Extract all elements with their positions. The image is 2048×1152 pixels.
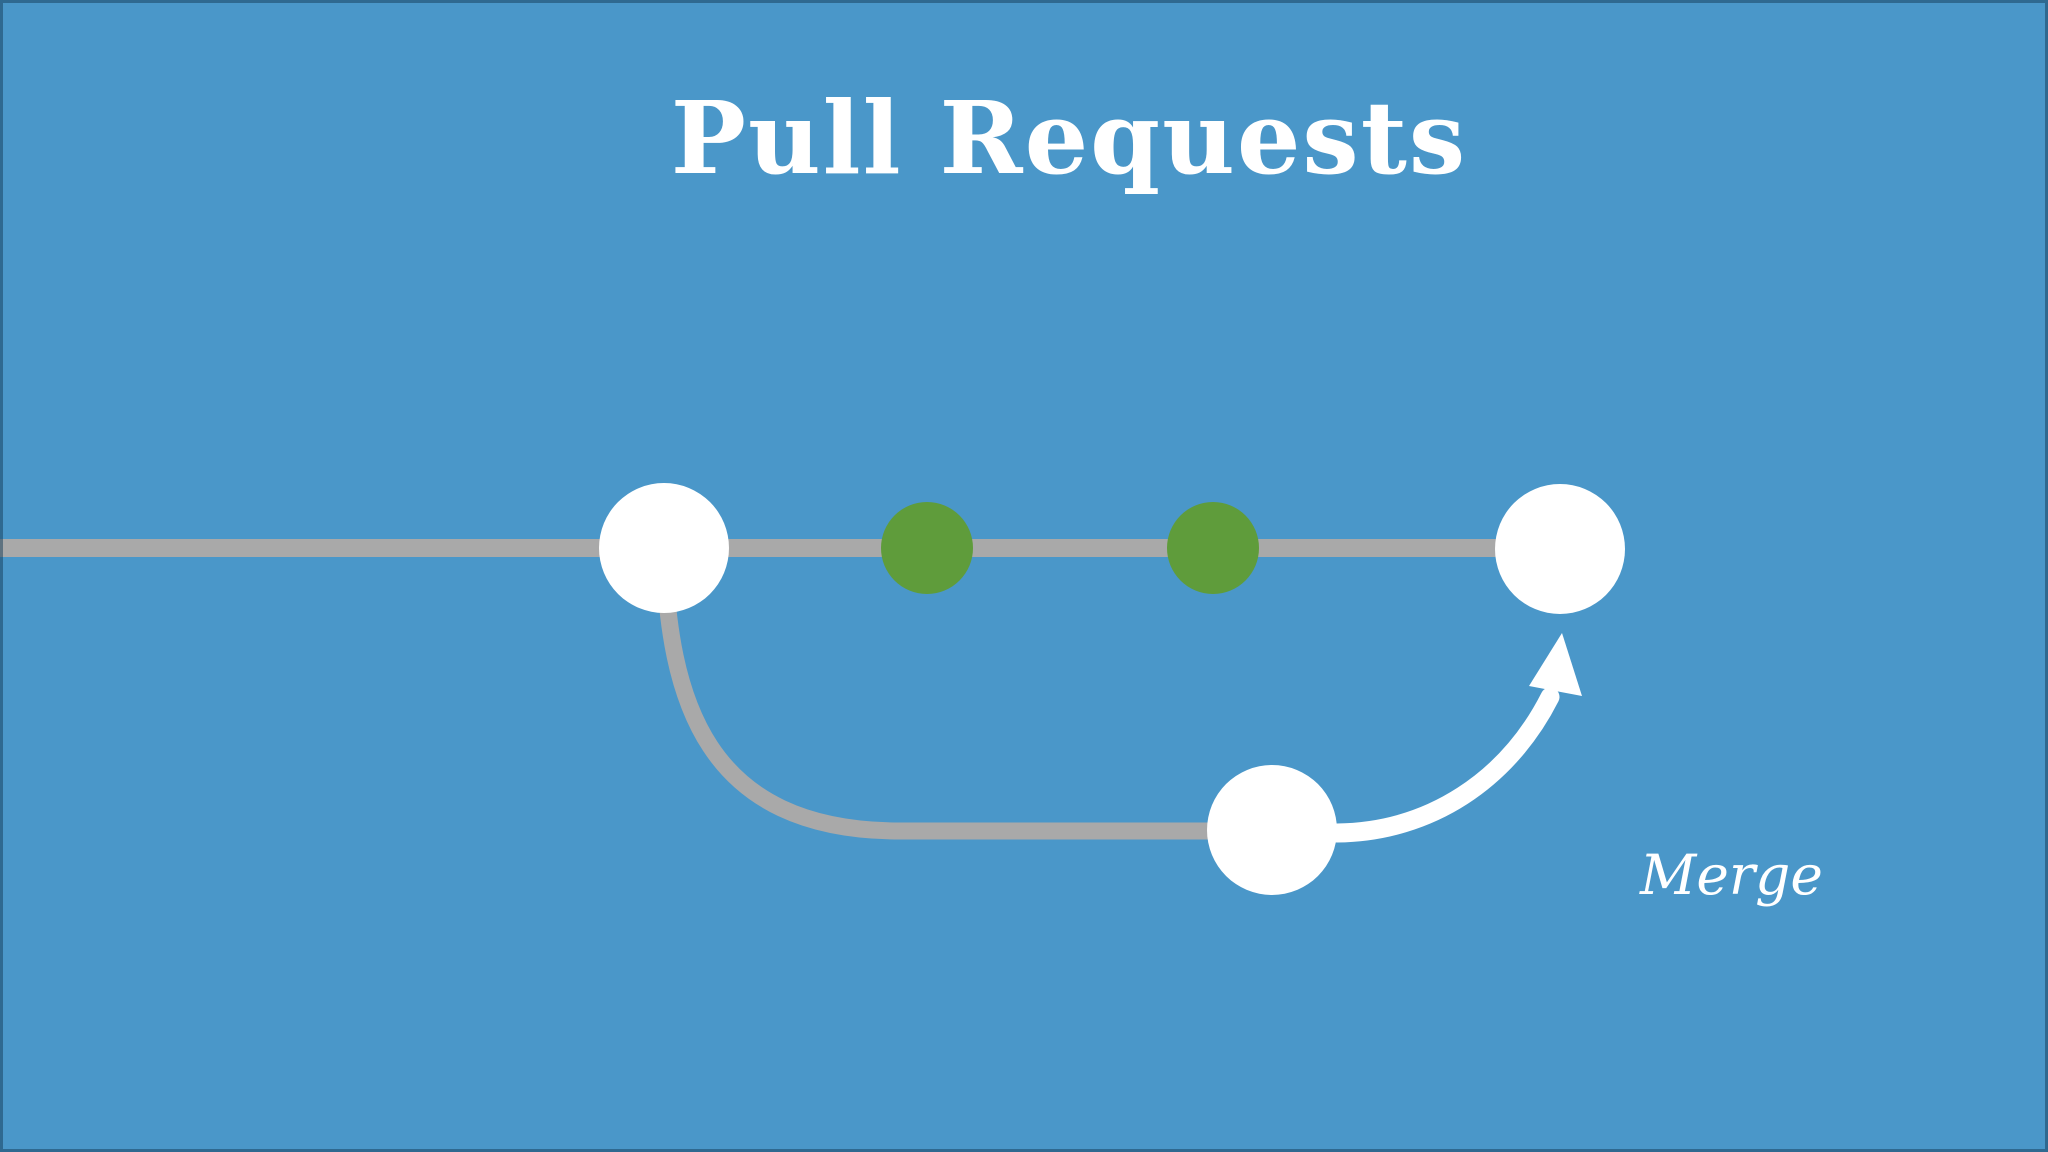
commit-node-branch-point <box>599 483 729 613</box>
page-title: Pull Requests <box>0 88 2048 188</box>
commit-node-1 <box>881 502 973 594</box>
commit-node-merge <box>1495 484 1625 614</box>
commit-node-2 <box>1167 502 1259 594</box>
merge-label: Merge <box>1640 843 1823 907</box>
commit-node-feature-head <box>1207 765 1337 895</box>
page-title-text: Pull Requests <box>670 79 1468 197</box>
merge-arrow-head-icon <box>1529 633 1582 696</box>
merge-arrow <box>1327 687 1560 843</box>
